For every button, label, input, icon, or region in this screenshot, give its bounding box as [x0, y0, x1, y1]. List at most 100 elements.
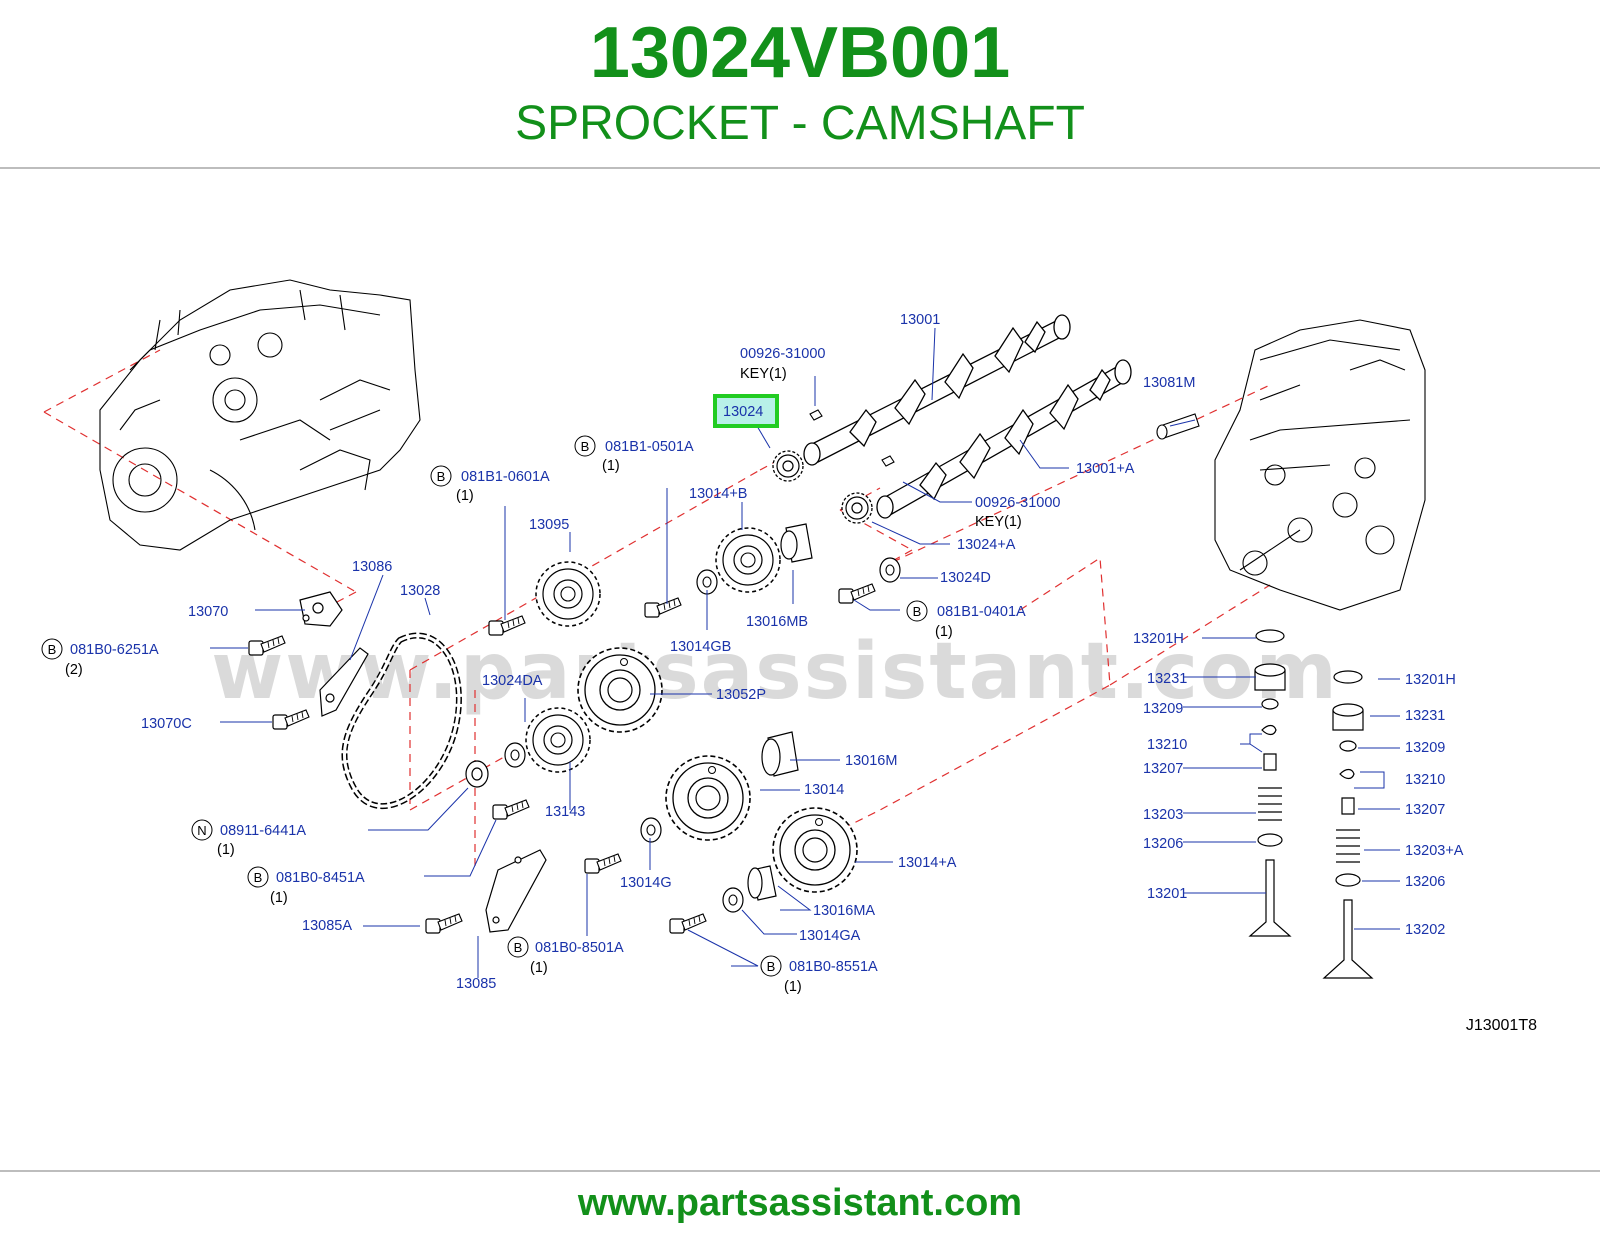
gear-13014	[665, 755, 751, 841]
label-13095[interactable]: 13095	[529, 517, 569, 533]
label-08911-6441a[interactable]: 08911-6441A	[220, 823, 306, 839]
label-13014a[interactable]: 13014+A	[898, 855, 957, 871]
label-00926-31000-top[interactable]: 00926-31000	[740, 346, 825, 362]
camshaft-sprocket-13024	[772, 450, 804, 482]
bolt-symbol: B	[514, 940, 523, 955]
label-081b1-0501a[interactable]: 081B1-0501A	[605, 439, 694, 455]
label-13028[interactable]: 13028	[400, 583, 440, 599]
qty-081b0-8501a: (1)	[530, 960, 548, 976]
hub-13016ma	[747, 865, 777, 901]
footer-divider	[0, 1170, 1600, 1172]
key-lower	[881, 455, 895, 467]
label-13024d[interactable]: 13024D	[940, 570, 991, 586]
label-13231-left[interactable]: 13231	[1147, 671, 1187, 687]
label-key-top: KEY(1)	[740, 366, 787, 382]
bolt-081b1-0401a	[838, 583, 876, 604]
label-13207-right[interactable]: 13207	[1405, 802, 1445, 818]
label-13014gb[interactable]: 13014GB	[670, 639, 731, 655]
part-number-title: 13024VB001	[589, 13, 1011, 93]
label-081b1-0601a[interactable]: 081B1-0601A	[461, 469, 550, 485]
bolt-13085a	[425, 913, 463, 934]
label-key-bottom: KEY(1)	[975, 514, 1022, 530]
parts-diagram: www.partsassistant.com	[0, 170, 1600, 1170]
label-13016m[interactable]: 13016M	[845, 753, 897, 769]
label-13086[interactable]: 13086	[352, 559, 392, 575]
label-081b0-8451a[interactable]: 081B0-8451A	[276, 870, 365, 886]
label-13070[interactable]: 13070	[188, 604, 228, 620]
label-13052p[interactable]: 13052P	[716, 687, 766, 703]
label-13201h-right[interactable]: 13201H	[1405, 672, 1456, 688]
label-13201h-left[interactable]: 13201H	[1133, 631, 1184, 647]
qty-081b0-6251a: (2)	[65, 662, 83, 678]
label-081b0-8501a[interactable]: 081B0-8501A	[535, 940, 624, 956]
gear-13143	[525, 707, 591, 773]
label-13001a[interactable]: 13001+A	[1076, 461, 1135, 477]
label-13085a[interactable]: 13085A	[302, 918, 352, 934]
label-13024da[interactable]: 13024DA	[482, 673, 543, 689]
label-13014[interactable]: 13014	[804, 782, 844, 798]
label-13207-left[interactable]: 13207	[1143, 761, 1183, 777]
gear-13095	[535, 561, 601, 627]
bolt-symbol: B	[767, 959, 776, 974]
drawing-code: J13001T8	[1466, 1017, 1537, 1034]
label-13014g[interactable]: 13014G	[620, 875, 672, 891]
footer-url-link[interactable]: www.partsassistant.com	[577, 1182, 1023, 1224]
label-13209-left[interactable]: 13209	[1143, 701, 1183, 717]
key-upper	[809, 409, 823, 421]
hub-13016mb	[780, 523, 813, 563]
bolt-081b0-8451a	[492, 799, 530, 820]
symbol-circles	[41, 435, 928, 977]
hub-13016m	[761, 731, 799, 777]
label-13001[interactable]: 13001	[900, 312, 940, 328]
bolt-symbol: B	[581, 439, 590, 454]
label-13206-right[interactable]: 13206	[1405, 874, 1445, 890]
label-13203-left[interactable]: 13203	[1143, 807, 1183, 823]
qty-081b0-8451a: (1)	[270, 890, 288, 906]
label-081b0-8551a[interactable]: 081B0-8551A	[789, 959, 878, 975]
chain-guide-13086	[319, 647, 369, 717]
qty-081b1-0501a: (1)	[602, 458, 620, 474]
label-13070c[interactable]: 13070C	[141, 716, 192, 732]
bolt-081b0-8501a	[584, 853, 622, 874]
label-13206-left[interactable]: 13206	[1143, 836, 1183, 852]
engine-block-left	[99, 279, 421, 551]
label-081b0-6251a[interactable]: 081B0-6251A	[70, 642, 159, 658]
hub-08911-6441a	[465, 760, 489, 788]
bolt-symbol: B	[913, 604, 922, 619]
chain-guide-13085	[485, 849, 547, 933]
highlight-box-13024[interactable]	[713, 394, 779, 428]
label-13203a-right[interactable]: 13203+A	[1405, 843, 1464, 859]
label-13143[interactable]: 13143	[545, 804, 585, 820]
nut-symbol: N	[197, 823, 206, 838]
label-13016ma[interactable]: 13016MA	[813, 903, 875, 919]
label-13231-right[interactable]: 13231	[1405, 708, 1445, 724]
bolt-symbol: B	[254, 870, 263, 885]
label-13014ga[interactable]: 13014GA	[799, 928, 861, 944]
label-081b1-0401a[interactable]: 081B1-0401A	[937, 604, 1026, 620]
label-13202-right[interactable]: 13202	[1405, 922, 1445, 938]
gear-13052p	[577, 647, 663, 733]
idler-gear-13014b	[715, 527, 781, 593]
exploded-view-drawing: www.partsassistant.com	[41, 279, 1537, 1034]
bolt-symbol: B	[48, 642, 57, 657]
gear-13014a	[772, 807, 858, 893]
engine-block-right	[1214, 319, 1426, 611]
washer-13014g	[640, 817, 662, 843]
bolt-symbol: B	[437, 469, 446, 484]
label-13014b[interactable]: 13014+B	[689, 486, 747, 502]
camshaft-lower	[876, 359, 1132, 519]
label-00926-31000-bottom[interactable]: 00926-31000	[975, 495, 1060, 511]
label-13024[interactable]: 13024	[723, 404, 763, 420]
label-13210-right[interactable]: 13210	[1405, 772, 1445, 788]
label-13024a[interactable]: 13024+A	[957, 537, 1016, 553]
part-13081m-plug	[1156, 413, 1200, 440]
bolt-081b1-0501a	[644, 597, 682, 618]
camshaft-upper	[803, 314, 1071, 466]
valve-parts-right	[1322, 670, 1374, 979]
label-13016mb[interactable]: 13016MB	[746, 614, 808, 630]
label-13201-left[interactable]: 13201	[1147, 886, 1187, 902]
label-13209-right[interactable]: 13209	[1405, 740, 1445, 756]
label-13085[interactable]: 13085	[456, 976, 496, 992]
label-13081m[interactable]: 13081M	[1143, 375, 1195, 391]
label-13210-left[interactable]: 13210	[1147, 737, 1187, 753]
